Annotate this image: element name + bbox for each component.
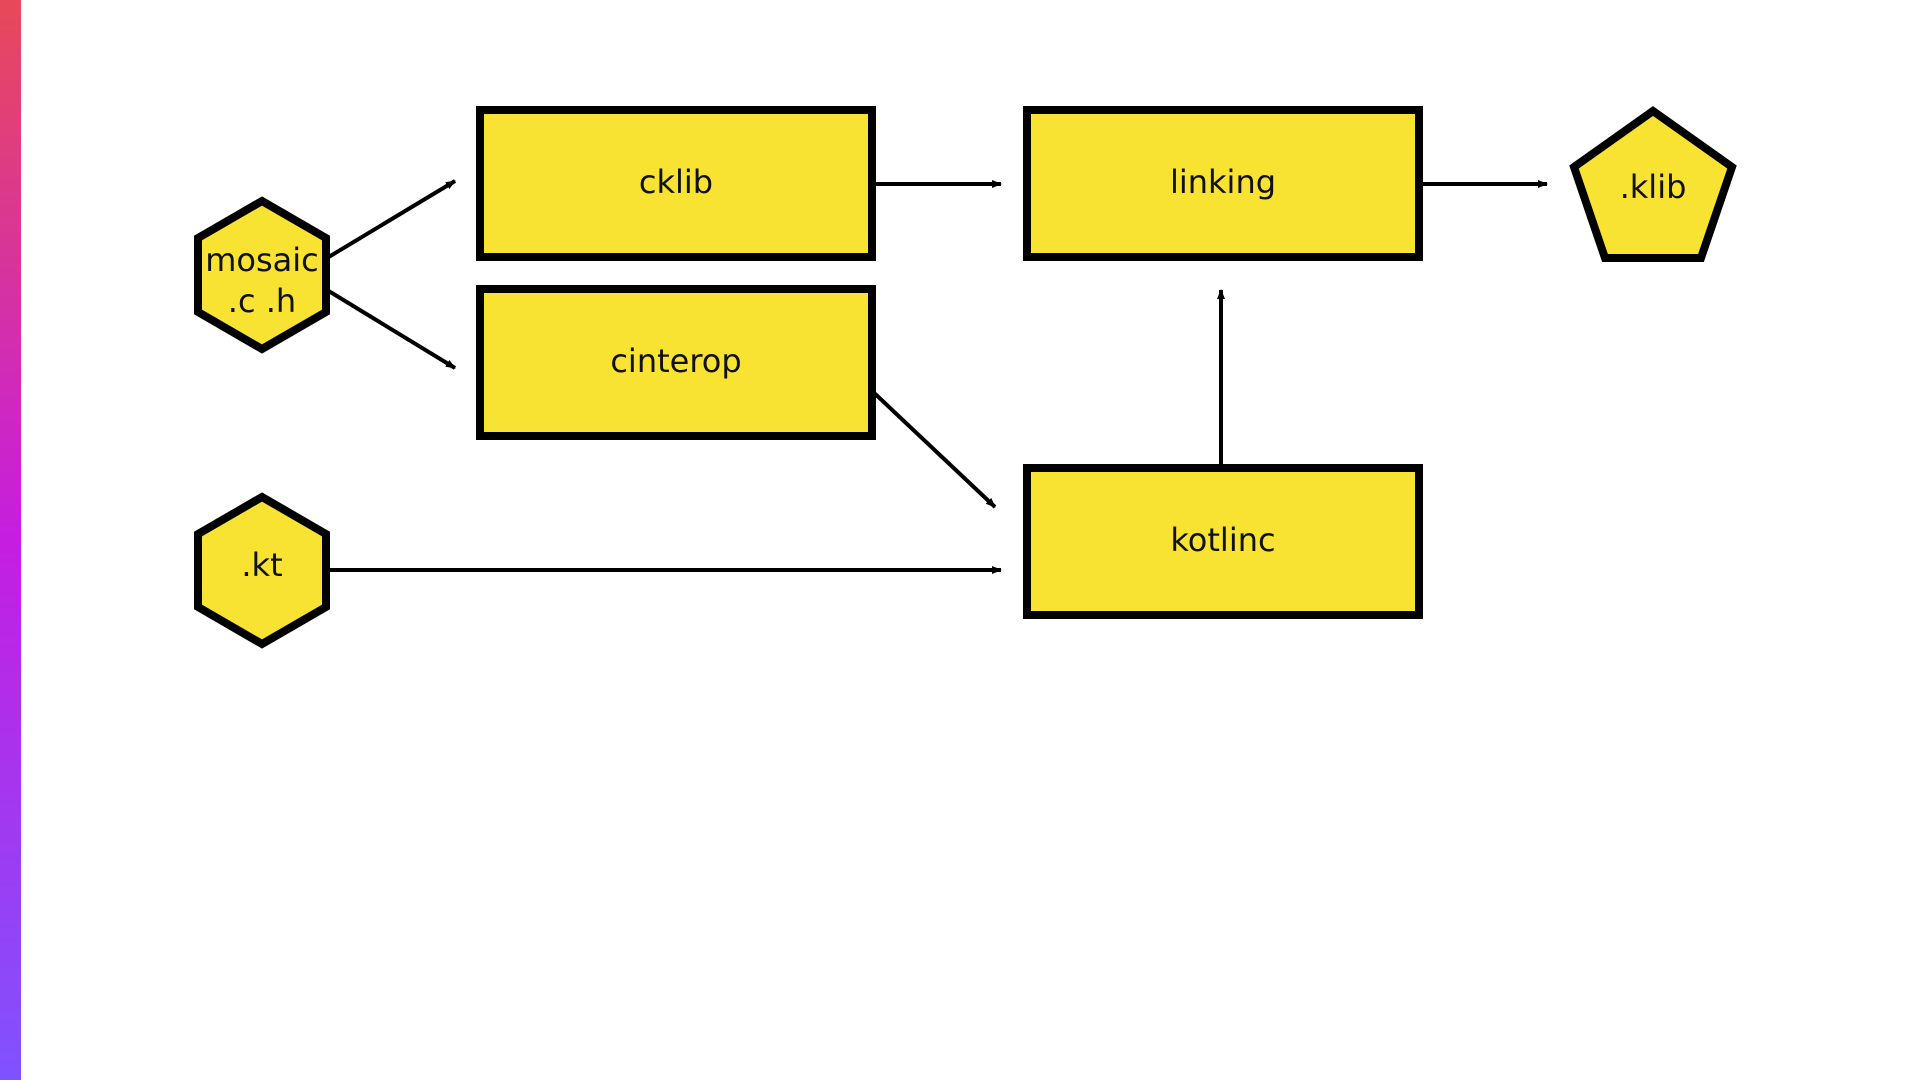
cklib-box bbox=[476, 106, 876, 261]
kotlinc-box bbox=[1023, 464, 1423, 619]
node-kotlinc: kotlinc bbox=[1023, 464, 1423, 619]
mosaic-label-line-1: mosaic bbox=[205, 241, 319, 279]
klib-pentagon bbox=[1569, 106, 1737, 262]
accent-bar bbox=[0, 0, 21, 1080]
linking-box bbox=[1023, 106, 1423, 261]
node-cinterop: cinterop bbox=[476, 285, 876, 440]
kotlinc-label: kotlinc bbox=[1170, 521, 1275, 559]
edge-mosaic-to-cklib bbox=[325, 179, 457, 260]
kt-label: .kt bbox=[241, 546, 282, 584]
cinterop-label: cinterop bbox=[610, 342, 741, 380]
edge-mosaic-to-cinterop bbox=[325, 288, 457, 370]
klib-label: .klib bbox=[1620, 168, 1687, 206]
edge-cinterop-to-kotlinc bbox=[869, 388, 997, 509]
cklib-label: cklib bbox=[639, 163, 713, 201]
linking-label: linking bbox=[1170, 163, 1276, 201]
kt-hexagon bbox=[194, 492, 330, 649]
cinterop-box bbox=[476, 285, 876, 440]
edges bbox=[325, 179, 1548, 574]
node-linking: linking bbox=[1023, 106, 1423, 261]
node-mosaic: mosaic .c .h bbox=[194, 196, 330, 354]
node-cklib: cklib bbox=[476, 106, 876, 261]
node-klib: .klib bbox=[1569, 106, 1737, 262]
mosaic-label-line-2: .c .h bbox=[228, 282, 296, 320]
mosaic-hexagon bbox=[194, 196, 330, 354]
node-kt: .kt bbox=[194, 492, 330, 649]
